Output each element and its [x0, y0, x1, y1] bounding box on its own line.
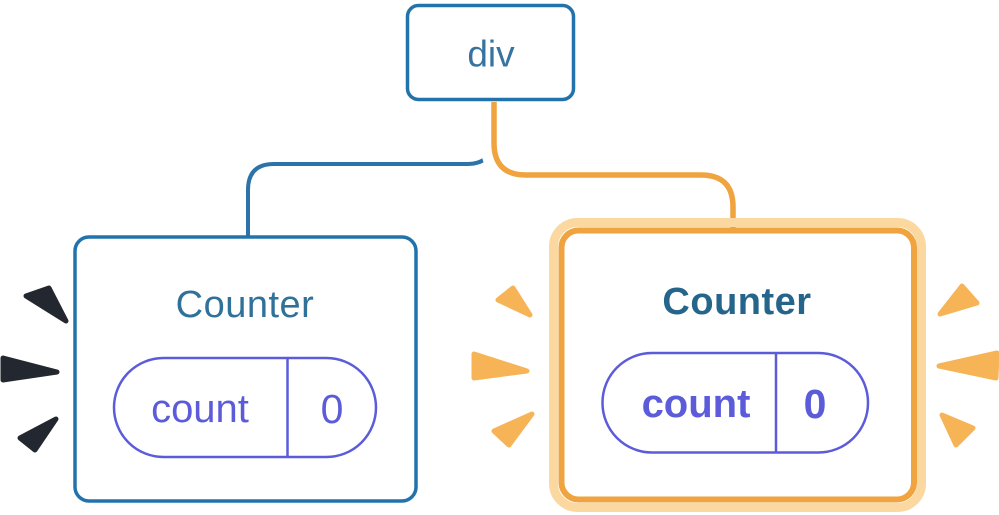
edge-root-to-right-counter-casing — [480, 102, 747, 233]
right-counter-box — [558, 227, 917, 503]
state-key-label: count — [642, 382, 751, 426]
sparkle-burst-right-counter-right — [936, 283, 999, 448]
sparkle-burst-left-counter — [0, 285, 69, 453]
right-counter-state-pill: count 0 — [601, 351, 870, 454]
state-pill-outline — [112, 356, 378, 459]
left-counter-state-pill: count 0 — [112, 356, 378, 459]
state-key-label: count — [151, 387, 249, 431]
root-div-node: div — [405, 3, 576, 102]
sparkle-icon — [937, 283, 980, 317]
sparkle-icon — [0, 355, 60, 383]
left-counter-card: Counter count 0 — [73, 235, 418, 503]
sparkle-icon — [471, 351, 530, 381]
right-counter-glow-ring — [549, 218, 926, 512]
edge-root-to-right-counter — [491, 102, 736, 233]
left-counter-box — [73, 235, 418, 503]
state-value-label: 0 — [804, 381, 827, 427]
sparkle-icon — [23, 285, 69, 324]
edge-root-to-left-counter — [246, 102, 495, 240]
right-counter-title: Counter — [662, 281, 811, 323]
right-counter-card: Counter count 0 — [549, 218, 926, 512]
sparkle-icon — [939, 412, 976, 448]
sparkle-icon — [17, 416, 59, 453]
state-value-label: 0 — [321, 386, 344, 432]
state-pill-outline — [601, 351, 870, 454]
sparkle-icon — [495, 285, 533, 318]
sparkle-burst-right-counter-left — [471, 285, 535, 448]
div-node-label: div — [467, 34, 515, 75]
sparkle-icon — [936, 350, 999, 381]
div-node-box — [405, 3, 576, 102]
left-counter-title: Counter — [176, 284, 315, 326]
sparkle-icon — [491, 411, 535, 448]
